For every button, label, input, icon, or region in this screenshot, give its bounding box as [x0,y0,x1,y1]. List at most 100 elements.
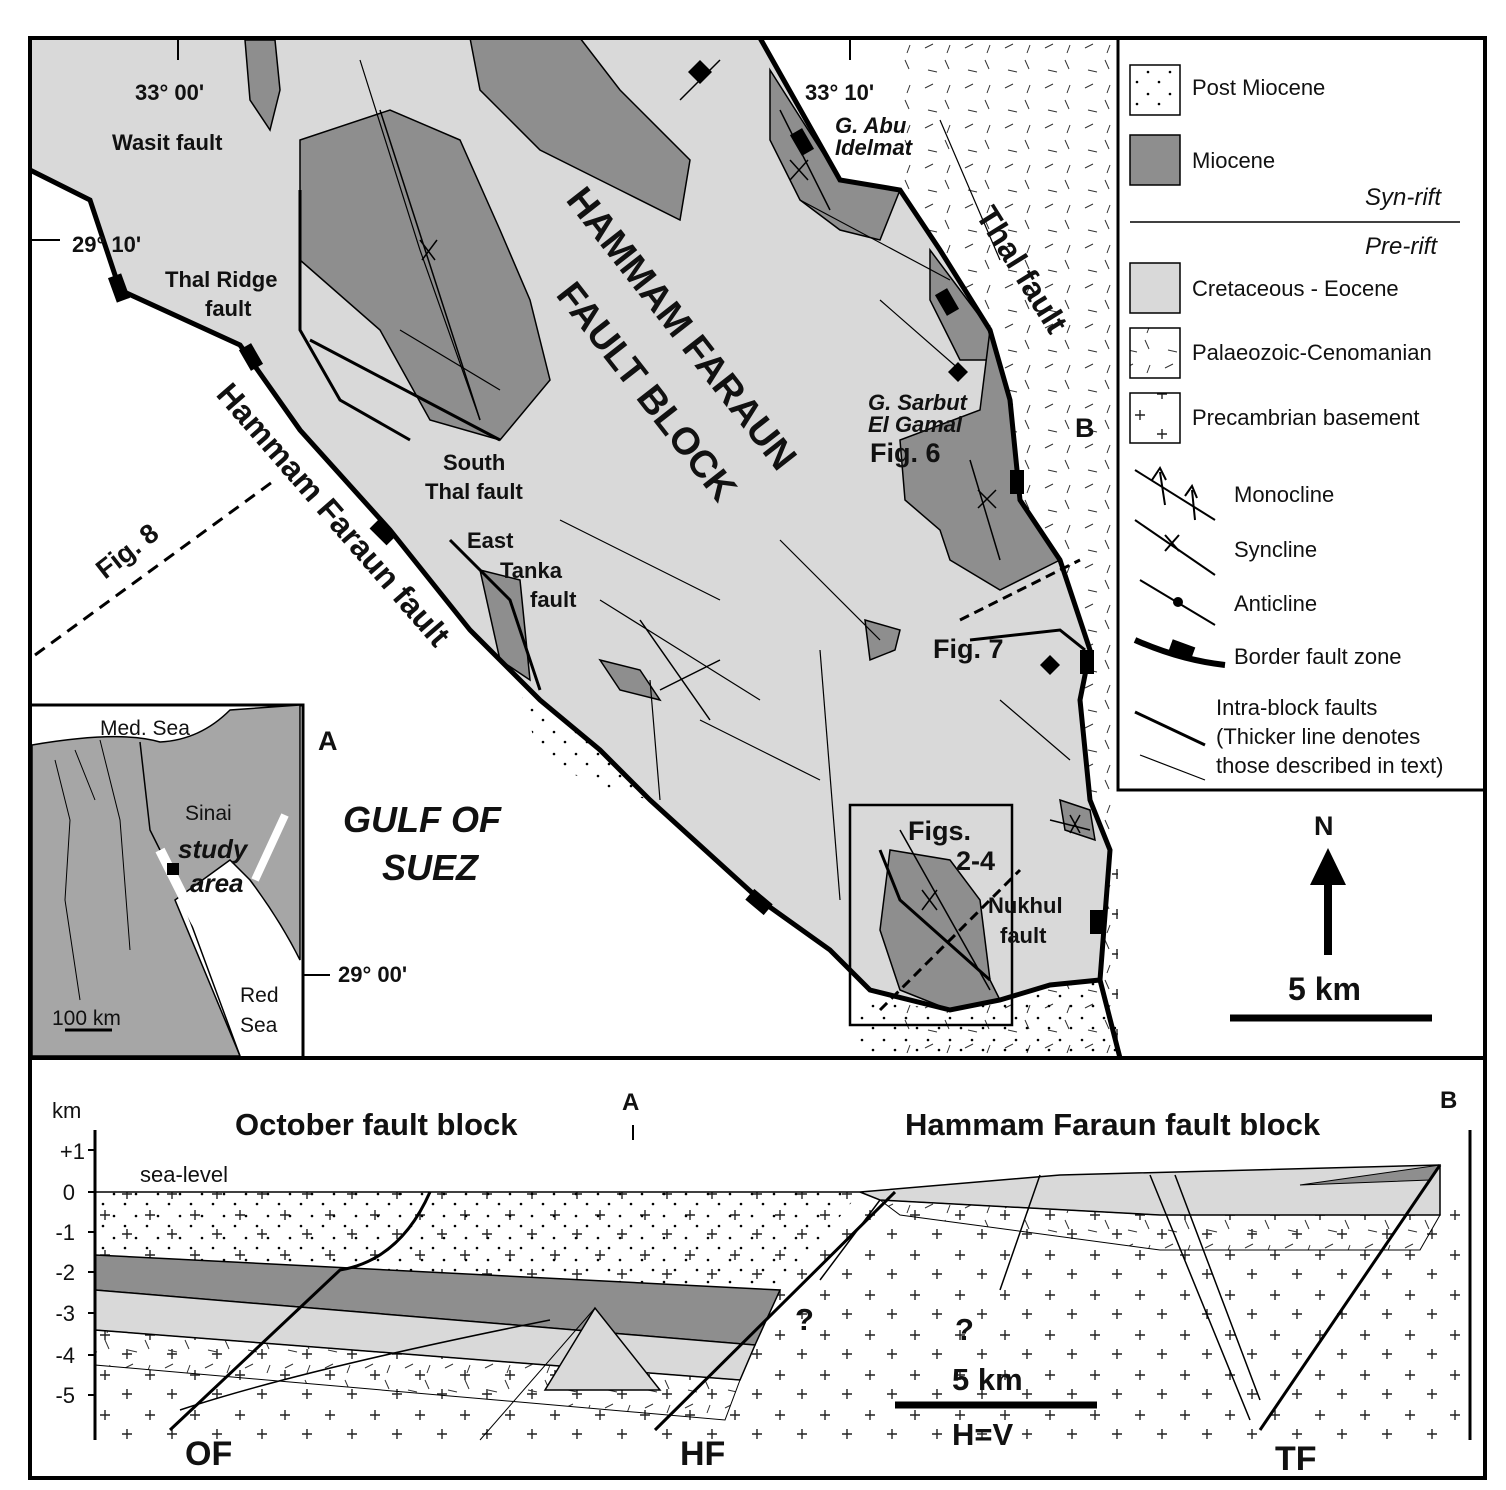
dash-swatch-icon [1129,327,1181,379]
abu-idelmat-label: G. Abu [835,113,907,138]
fig7-line [959,558,1081,622]
figure-frame [28,36,1487,1480]
km-label: km [52,1098,81,1123]
thin-fault-symbol-icon [1139,754,1206,781]
depth-tick: -3 [55,1301,75,1326]
legend-label: Palaeozoic-Cenomanian [1192,340,1432,365]
thick-intra-block-faults [298,190,1086,982]
horst-block [543,1306,662,1391]
syn-rift-label: Syn-rift [1365,184,1442,211]
abu-idelmat-label: Idelmat [835,135,914,160]
legend-label: Post Miocene [1192,75,1325,100]
of-label: OF [185,1435,232,1473]
depth-tick: +1 [60,1139,85,1164]
hammam-faraun-block-label: Hammam Faraun fault block [905,1107,1321,1142]
map-scale-label: 5 km [1288,971,1361,1007]
legend-label: Monocline [1234,482,1334,507]
figs2-4-line [878,868,1022,1012]
study-area-marker [167,863,179,875]
east-tanka-fault-label: Tanka [500,558,563,583]
sarbut-el-gamal-label: G. Sarbut [868,390,969,415]
figs2-4-box [848,803,1014,1027]
figs2-4-label: 2-4 [956,846,995,876]
figs2-4-label: Figs. [908,816,971,846]
legend-label: Miocene [1192,148,1275,173]
border-fault-symbol-icon [1133,637,1226,668]
cross-section: +1 0 -1 -2 -3 -4 -5 km sea-level October… [52,1087,1472,1478]
point-a-label: A [622,1089,639,1116]
section-post-miocene [95,1192,860,1290]
sea-level-label: sea-level [140,1162,228,1187]
hammam-faraun-fault [653,1190,897,1432]
fold-axes [379,59,1091,991]
legend-label: those described in text) [1216,753,1443,778]
point-a-label: A [318,726,338,756]
thal-ridge-fault-label: Thal Ridge [165,267,277,292]
monocline-symbol-icon [1134,466,1216,521]
study-area-label: study [178,834,249,864]
thal-ridge-fault-label: fault [205,296,252,321]
hammam-faraun-border-fault [28,167,1123,1059]
october-block-label: October fault block [235,1107,518,1142]
legend-label: Syncline [1234,537,1317,562]
thal-fault [1258,1164,1442,1431]
anticline-dot-icon [1173,597,1183,607]
gulf-of-suez-label: SUEZ [382,847,480,888]
med-sea-label: Med. Sea [100,717,190,740]
hf-label: HF [680,1435,725,1473]
post-miocene-area [860,980,1120,1058]
east-tanka-fault-label: East [467,528,514,553]
nukhul-fault-label: fault [1000,923,1047,948]
south-thal-fault-label: South [443,450,505,475]
point-b-label: B [1440,1087,1457,1114]
north-label: N [1314,811,1334,841]
east-tanka-fault-label: fault [530,587,577,612]
dark-swatch-icon [1129,134,1181,186]
lat-label: 29° 00' [338,962,407,987]
red-sea-label: Sea [240,1014,278,1037]
cross-swatch-icon [1129,392,1181,444]
fig7-label: Fig. 7 [933,634,1004,664]
intra-block-faults [359,59,1071,901]
anticline-marker [1040,655,1060,675]
border-fault-blocks [107,128,1104,934]
section-palaeozoic-east [878,1199,1441,1251]
depth-tick: -1 [55,1220,75,1245]
legend-label: Cretaceous - Eocene [1192,276,1399,301]
pre-rift-label: Pre-rift [1365,233,1438,260]
legend-label: Border fault zone [1234,644,1402,669]
anticline-marker [948,362,968,382]
syncline-symbol-icon [1134,519,1216,576]
south-thal-fault-label: Thal fault [425,479,523,504]
lat-label: 29° 10' [72,232,141,257]
depth-tick: 0 [63,1180,75,1205]
sarbut-el-gamal-label: El Gamal [868,412,963,437]
thal-border-fault [757,36,1113,981]
depth-tick: -2 [55,1260,75,1285]
tf-label: TF [1275,1440,1317,1478]
fig8-line [34,478,276,657]
light-swatch-icon [1129,262,1181,314]
red-sea-label: Red [240,984,279,1007]
depth-tick: -4 [55,1343,75,1368]
question-mark: ? [795,1302,814,1337]
legend-label: (Thicker line denotes [1216,724,1420,749]
fig6-label: Fig. 6 [870,438,941,468]
legend-label: Precambrian basement [1192,405,1419,430]
miocene-outcrops [244,37,1096,1011]
depth-tick: -5 [55,1383,75,1408]
study-area-label: area [190,868,244,898]
dotted-swatch-icon [1129,64,1181,116]
inset-scale-label: 100 km [52,1007,121,1030]
north-arrow-head-icon [1310,848,1346,885]
section-scale-label: 5 km [952,1362,1023,1397]
question-mark: ? [955,1312,974,1347]
thick-fault-symbol-icon [1134,710,1206,747]
legend-label: Anticline [1234,591,1317,616]
hv-label: H=V [952,1417,1013,1452]
point-b-label: B [1075,413,1095,443]
coordinate-ticks [30,38,851,976]
anticline-marker [688,60,712,84]
wasit-fault-label: Wasit fault [112,130,223,155]
